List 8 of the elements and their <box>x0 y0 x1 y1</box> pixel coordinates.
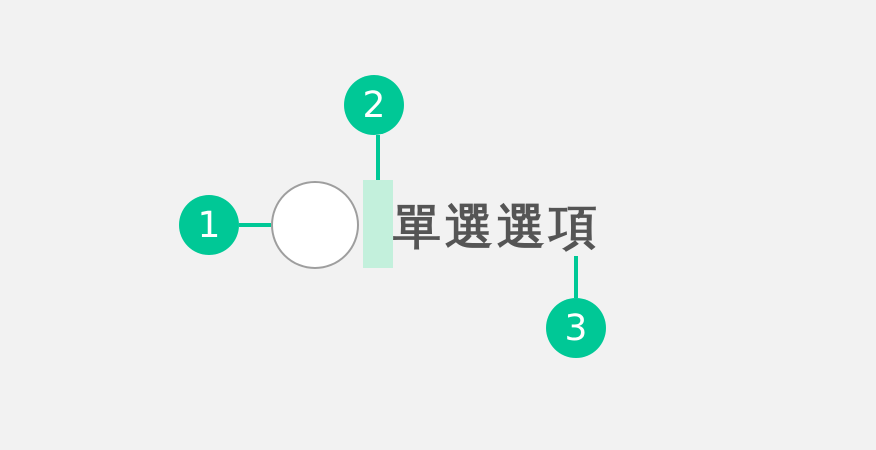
callout-number: 1 <box>179 195 239 255</box>
callout-number: 2 <box>344 75 404 135</box>
callout-number: 3 <box>546 298 606 358</box>
leader-line <box>239 223 271 227</box>
leader-line <box>376 135 380 180</box>
option-label: 單選選項 <box>393 199 608 256</box>
spacing-marker <box>363 180 393 268</box>
leader-line <box>574 256 578 298</box>
